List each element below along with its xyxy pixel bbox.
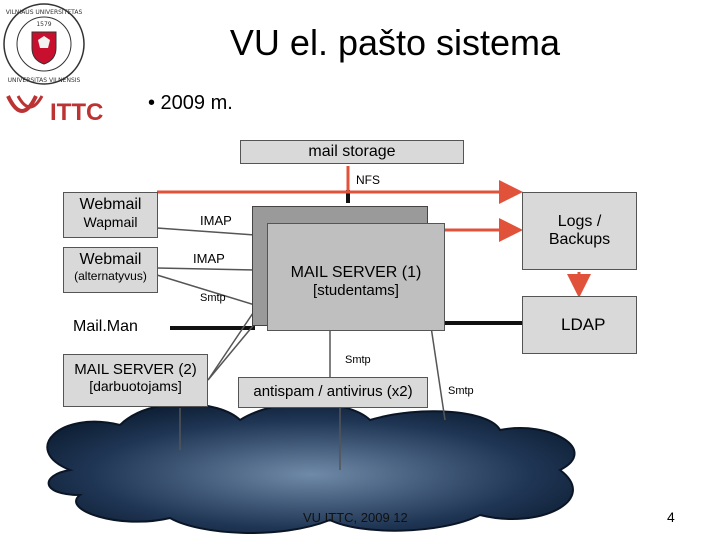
svg-text:1579: 1579 [36, 21, 51, 28]
page-number: 4 [667, 509, 675, 525]
svg-text:UNIVERSITAS VILNENSIS: UNIVERSITAS VILNENSIS [8, 77, 81, 84]
webmail-box-2: Webmail (alternatyvus) [63, 247, 158, 293]
smtp-line-2 [207, 309, 256, 381]
ldap-box: LDAP [522, 296, 637, 354]
mail-server-2-box: MAIL SERVER (2) [darbuotojams] [63, 354, 208, 407]
nfs-label: NFS [356, 173, 380, 187]
imap-line-2 [156, 267, 256, 271]
smtp-line-1 [156, 274, 256, 306]
mail-server-1-box: MAIL SERVER (1) [studentams] [267, 223, 445, 331]
svg-text:ITTC: ITTC [50, 99, 103, 126]
smtp-label-3: Smtp [448, 385, 474, 397]
university-seal-logo: VILNIAUS UNIVERSITETAS UNIVERSITAS VILNE… [2, 2, 86, 86]
footer-credit: VU ITTC, 2009 12 [303, 510, 408, 525]
imap-line-1 [156, 227, 256, 236]
antispam-box: antispam / antivirus (x2) [238, 377, 428, 408]
mail-storage-box: mail storage [240, 140, 464, 164]
webmail-box-1: Webmail Wapmail [63, 192, 158, 238]
vu-ittc-logo: ITTC [6, 92, 106, 126]
smtp-label-2: Smtp [345, 354, 371, 366]
smtp-line-3 [429, 319, 446, 421]
logs-backups-box: Logs / Backups [522, 192, 637, 270]
smtp-label-1: Smtp [200, 292, 226, 304]
year-bullet: • 2009 m. [148, 92, 233, 114]
imap-label-1: IMAP [200, 213, 232, 228]
mailman-label: Mail.Man [73, 318, 138, 335]
slide-title: VU el. pašto sistema [229, 22, 561, 63]
imap-label-2: IMAP [193, 251, 225, 266]
svg-text:VILNIAUS UNIVERSITETAS: VILNIAUS UNIVERSITETAS [6, 9, 83, 16]
